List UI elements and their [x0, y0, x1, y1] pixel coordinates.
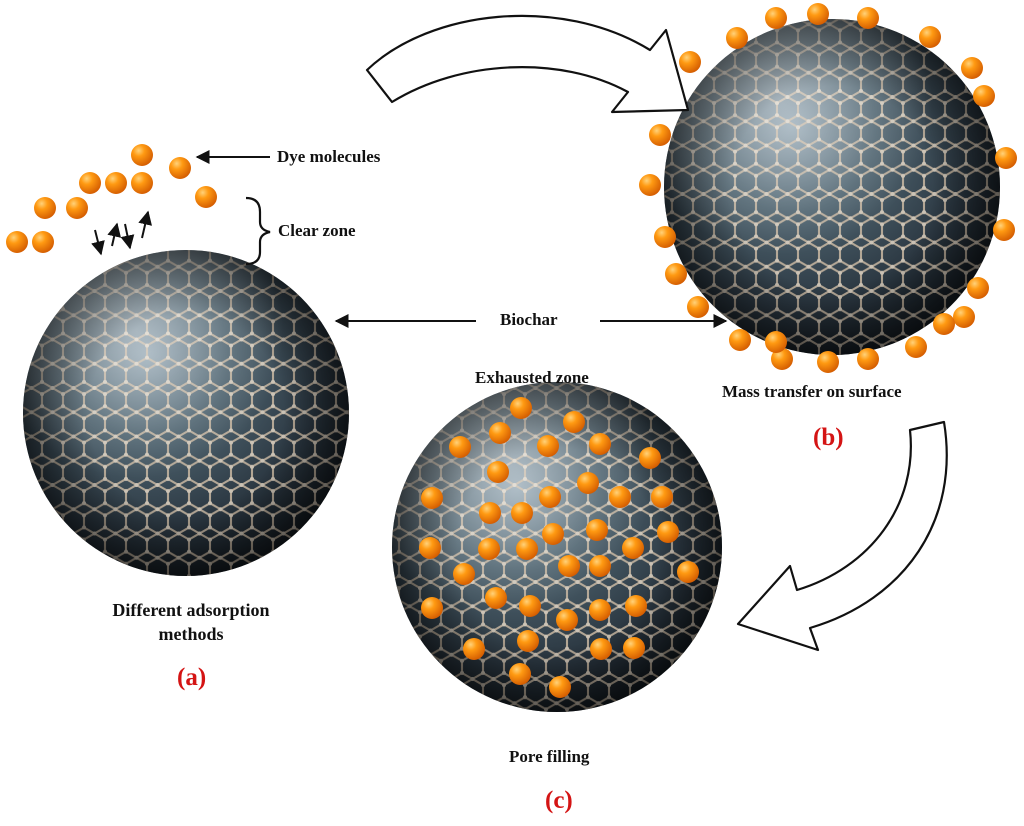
mass-transfer-label: Mass transfer on surface	[722, 382, 902, 401]
dye-molecule	[509, 663, 531, 685]
dye-molecule	[489, 422, 511, 444]
dye-molecule	[995, 147, 1017, 169]
dye-molecule	[905, 336, 927, 358]
dye-molecule	[485, 587, 507, 609]
different-adsorption-line-2: methods	[158, 624, 224, 644]
dye-molecule	[6, 231, 28, 253]
dye-molecule	[563, 411, 585, 433]
curved-block-arrow-icon	[736, 420, 948, 652]
exhausted-zone-label: Exhausted zone	[475, 368, 589, 387]
dye-molecule	[765, 7, 787, 29]
dye-molecule	[625, 595, 647, 617]
dye-molecule	[623, 637, 645, 659]
dye-molecule	[677, 561, 699, 583]
dye-molecules-group-b	[639, 3, 1017, 373]
dye-molecule	[449, 436, 471, 458]
dye-molecules-label: Dye molecules	[277, 147, 381, 166]
dye-molecule	[539, 486, 561, 508]
dye-molecule	[687, 296, 709, 318]
dye-molecule	[729, 329, 751, 351]
dye-molecule	[993, 219, 1015, 241]
dye-molecule	[817, 351, 839, 373]
dye-molecule	[967, 277, 989, 299]
dye-molecule	[586, 519, 608, 541]
dye-molecule	[589, 555, 611, 577]
biochar-sphere-b	[664, 19, 1000, 355]
dye-molecule	[463, 638, 485, 660]
dye-molecule	[961, 57, 983, 79]
dye-molecule	[973, 85, 995, 107]
dye-molecule	[32, 231, 54, 253]
dye-molecule	[421, 597, 443, 619]
dye-molecule	[537, 435, 559, 457]
dye-molecule	[589, 599, 611, 621]
dye-molecules-group-c	[419, 397, 699, 698]
curved-block-arrow-icon	[365, 14, 690, 114]
dye-molecule	[857, 7, 879, 29]
dye-molecule	[577, 472, 599, 494]
dye-molecule	[609, 486, 631, 508]
dye-molecule	[589, 433, 611, 455]
different-adsorption-label: Different adsorption methods	[86, 598, 296, 646]
dye-molecule	[657, 521, 679, 543]
dye-molecule	[169, 157, 191, 179]
pore-filling-label: Pore filling	[509, 747, 590, 766]
dye-molecule	[654, 226, 676, 248]
dye-molecule	[478, 538, 500, 560]
dye-molecule	[649, 124, 671, 146]
dye-molecule	[453, 563, 475, 585]
dye-molecule	[639, 447, 661, 469]
dye-molecule	[479, 502, 501, 524]
dye-molecule	[590, 638, 612, 660]
dye-molecule	[639, 174, 661, 196]
dye-molecule	[549, 676, 571, 698]
clear-zone-brace	[245, 196, 271, 266]
dye-molecule	[510, 397, 532, 419]
dye-molecule	[517, 630, 539, 652]
dye-molecule	[195, 186, 217, 208]
dye-molecule	[919, 26, 941, 48]
dye-molecule	[516, 538, 538, 560]
clear-zone-arrows	[91, 210, 152, 256]
dye-molecule	[765, 331, 787, 353]
clear-zone-label: Clear zone	[278, 221, 356, 240]
dye-molecule	[726, 27, 748, 49]
dye-molecule	[131, 172, 153, 194]
dye-molecule	[857, 348, 879, 370]
dye-molecule	[807, 3, 829, 25]
dye-molecule	[66, 197, 88, 219]
dye-molecule	[771, 348, 793, 370]
biochar-label: Biochar	[500, 310, 558, 329]
dye-molecule	[542, 523, 564, 545]
dye-molecule	[79, 172, 101, 194]
dye-molecule	[665, 263, 687, 285]
biochar-sphere-c	[392, 382, 722, 712]
dye-molecule	[419, 537, 441, 559]
dye-molecule	[421, 487, 443, 509]
dye-molecule	[487, 461, 509, 483]
dye-molecule	[679, 51, 701, 73]
dye-molecule	[34, 197, 56, 219]
dye-molecule	[651, 486, 673, 508]
dye-molecule	[622, 537, 644, 559]
different-adsorption-line-1: Different adsorption	[112, 600, 270, 620]
dye-molecule	[519, 595, 541, 617]
dye-molecule	[558, 555, 580, 577]
panel-label-b: (b)	[813, 424, 844, 451]
dye-molecule	[131, 144, 153, 166]
biochar-sphere-a	[23, 250, 349, 576]
dye-molecules-group-a	[6, 144, 217, 253]
dye-molecule	[933, 313, 955, 335]
dye-molecule	[556, 609, 578, 631]
dye-molecule	[511, 502, 533, 524]
dye-molecule	[105, 172, 127, 194]
panel-label-a: (a)	[177, 664, 207, 691]
panel-label-c: (c)	[545, 787, 573, 814]
dye-molecule	[953, 306, 975, 328]
